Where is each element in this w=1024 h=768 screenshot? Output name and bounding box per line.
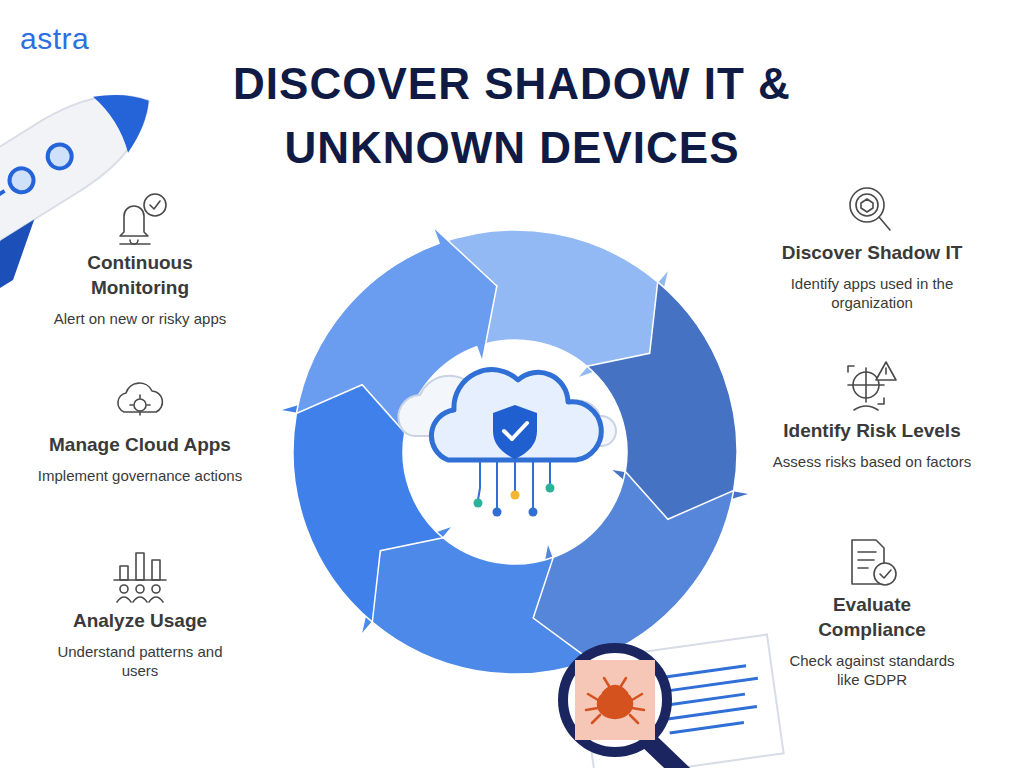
step-block: Continuous MonitoringAlert on new or ris…: [40, 250, 240, 328]
illustration-part: [532, 460, 534, 508]
title: DISCOVER SHADOW IT & UNKNOWN DEVICES: [182, 52, 842, 180]
step-description: Alert on new or risky apps: [40, 309, 240, 328]
illustration-part: [5, 164, 38, 197]
step-block: Analyze UsageUnderstand patterns and use…: [40, 608, 240, 680]
bell-icon: [120, 194, 166, 244]
usage-icon: [114, 553, 166, 602]
magnifier-illustration: [563, 634, 784, 768]
step-block: Discover Shadow IT Identify apps used in …: [762, 240, 982, 312]
illustration-part: [431, 370, 601, 460]
illustration-part: [152, 560, 160, 580]
illustration-part: [856, 194, 878, 216]
illustration-part: [120, 566, 128, 580]
cloud-icon: [398, 370, 616, 517]
illustration-part: [496, 460, 498, 512]
illustration-part: [848, 366, 884, 404]
illustration-part: [0, 220, 55, 302]
illustration-part: [93, 73, 166, 153]
step-block: Evaluate ComplianceCheck against standar…: [784, 592, 960, 689]
illustration-part: [563, 648, 667, 752]
cycle-arrow: [587, 282, 751, 519]
step-description: Understand patterns and users: [40, 642, 240, 680]
illustration-part: [603, 686, 627, 693]
illustration-part: [136, 553, 144, 580]
step-heading: Analyze Usage: [40, 608, 240, 633]
illustration-part: [43, 140, 76, 173]
illustration-part: [650, 742, 700, 768]
illustration-part: [575, 660, 655, 740]
illustration-part: [136, 585, 144, 593]
illustration-part: [0, 191, 5, 217]
step-heading: Continuous Monitoring: [40, 250, 240, 300]
illustration-part: [514, 462, 516, 492]
step-heading: Identify Risk Levels: [756, 418, 988, 443]
illustration-part: [668, 707, 757, 720]
illustration-part: [858, 567, 868, 569]
illustration-part: [493, 508, 502, 517]
illustration-part: [546, 484, 555, 493]
illustration-part: [604, 678, 626, 686]
illustration-part: [120, 243, 150, 245]
illustration-part: [134, 399, 146, 411]
step-description: Identify apps used in the organization: [762, 274, 982, 312]
illustration-part: [114, 579, 166, 581]
illustration-part: [478, 460, 480, 500]
illustration-part: [854, 406, 878, 410]
illustration-part: [493, 405, 537, 459]
illustration-part: [670, 723, 744, 733]
step-block: Identify Risk LevelsAssess risks based o…: [756, 418, 988, 471]
compliance-icon: [852, 540, 896, 585]
illustration-part: [858, 551, 876, 553]
illustration-part: [504, 423, 527, 439]
illustration-part: [666, 694, 745, 705]
illustration-part: [478, 460, 550, 512]
illustration-part: [529, 508, 538, 517]
brand-logo: astra: [20, 22, 89, 56]
illustration-part: [858, 559, 874, 561]
illustration-part: [549, 460, 551, 484]
illustration-part: [120, 585, 128, 593]
illustration-part: [150, 201, 160, 209]
illustration-part: [879, 217, 890, 230]
step-heading: Evaluate Compliance: [784, 592, 960, 642]
illustration-part: [130, 395, 150, 415]
illustration-part: [144, 194, 166, 216]
illustration-part: [662, 666, 746, 678]
step-description: Implement governance actions: [33, 466, 247, 485]
illustration-part: [152, 585, 160, 593]
step-heading: Manage Cloud Apps: [33, 432, 247, 457]
cloud-gear-icon: [118, 383, 163, 415]
illustration-part: [664, 678, 758, 691]
illustration-part: [865, 368, 867, 402]
illustration-part: [117, 597, 163, 602]
step-description: Assess risks based on factors: [756, 452, 988, 471]
step-description: Check against standards like GDPR: [784, 651, 960, 689]
illustration-part: [474, 499, 483, 508]
illustration-part: [885, 368, 887, 374]
icons: [114, 188, 896, 602]
illustration-part: [876, 362, 896, 380]
illustration-part: [880, 570, 891, 578]
illustration-part: [861, 199, 873, 212]
step-block: Manage Cloud AppsImplement governance ac…: [33, 432, 247, 485]
illustration-part: [586, 694, 644, 723]
search-icon: [850, 188, 890, 230]
illustration-part: [662, 664, 764, 733]
illustration-part: [586, 678, 644, 723]
illustration-part: [511, 491, 520, 500]
illustration-part: [120, 206, 148, 236]
step-heading: Discover Shadow IT: [762, 240, 982, 265]
risk-icon: [848, 362, 896, 410]
cycle-ring: [279, 226, 752, 677]
illustration-part: [874, 563, 896, 585]
